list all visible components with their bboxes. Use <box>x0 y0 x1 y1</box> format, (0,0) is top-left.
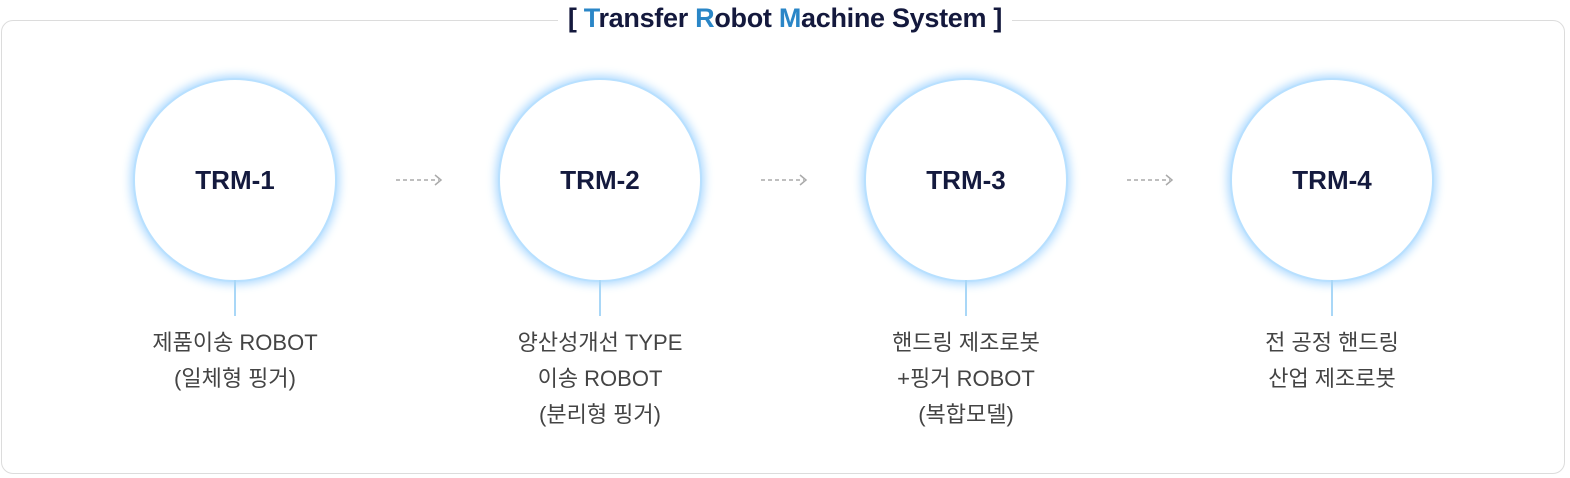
bracket-open: [ <box>567 3 577 33</box>
connector-line <box>599 280 601 316</box>
trm-circle: TRM-4 <box>1232 80 1432 280</box>
trm-description: 핸드링 제조로봇 +핑거 ROBOT (복합모델) <box>816 325 1116 433</box>
trm-circle: TRM-3 <box>866 80 1066 280</box>
trm-node-4: TRM-4 <box>1232 80 1432 316</box>
bracket-close: ] <box>993 3 1003 33</box>
title-initial-t: T <box>583 3 599 33</box>
description-line: 전 공정 핸드링 <box>1265 330 1399 355</box>
description-line: 제품이송 ROBOT <box>152 330 318 355</box>
trm-node-3: TRM-3 <box>866 80 1066 316</box>
trm-node-1: TRM-1 <box>135 80 335 316</box>
trm-label: TRM-3 <box>926 164 1006 195</box>
description-line: 산업 제조로봇 <box>1268 366 1396 391</box>
connector-line <box>234 280 236 316</box>
arrow-right-icon <box>395 172 445 188</box>
trm-description: 제품이송 ROBOT (일체형 핑거) <box>85 325 385 397</box>
arrow-right-icon <box>1126 172 1176 188</box>
description-line: (분리형 핑거) <box>539 402 661 427</box>
description-line: (일체형 핑거) <box>174 366 296 391</box>
trm-label: TRM-4 <box>1292 164 1372 195</box>
description-line: 이송 ROBOT <box>537 366 663 391</box>
trm-label: TRM-2 <box>560 164 640 195</box>
description-line: 양산성개선 TYPE <box>517 330 683 355</box>
trm-circle: TRM-1 <box>135 80 335 280</box>
trm-node-2: TRM-2 <box>500 80 700 316</box>
trm-label: TRM-1 <box>195 164 275 195</box>
title-initial-m: M <box>778 3 802 33</box>
title-word: achine System <box>801 3 987 33</box>
description-line: (복합모델) <box>918 402 1014 427</box>
connector-line <box>965 280 967 316</box>
trm-description: 양산성개선 TYPE 이송 ROBOT (분리형 핑거) <box>450 325 750 433</box>
diagram-title: [ Transfer Robot Machine System ] <box>0 3 1570 34</box>
title-initial-r: R <box>695 3 715 33</box>
title-word: ransfer <box>598 3 696 33</box>
trm-circle: TRM-2 <box>500 80 700 280</box>
connector-line <box>1331 280 1333 316</box>
title-word: obot <box>714 3 779 33</box>
arrow-right-icon <box>760 172 810 188</box>
description-line: +핑거 ROBOT <box>897 366 1035 391</box>
description-line: 핸드링 제조로봇 <box>892 330 1040 355</box>
